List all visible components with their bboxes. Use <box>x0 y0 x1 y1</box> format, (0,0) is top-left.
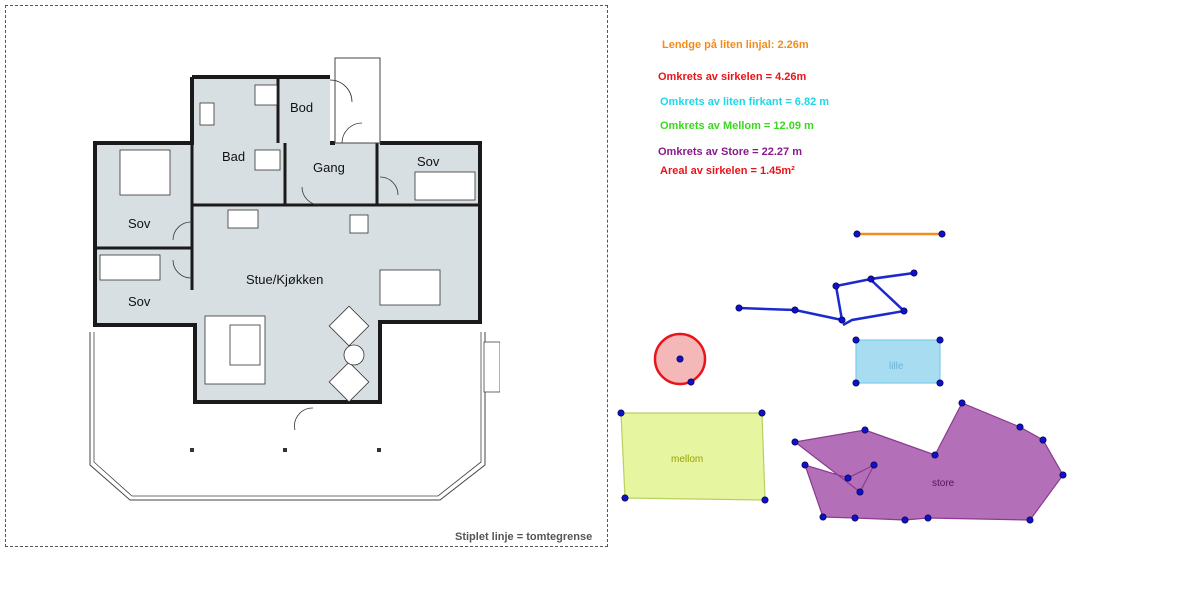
point[interactable] <box>870 461 878 469</box>
point[interactable] <box>617 409 625 417</box>
measurement-mellom-perimeter: Omkrets av Mellom = 12.09 m <box>660 120 814 132</box>
point[interactable] <box>676 355 684 363</box>
room-label-bad: Bad <box>222 149 245 164</box>
floor-plan: Bod Bad Gang Sov Sov Stue/Kjøkken Sov <box>89 57 500 501</box>
plot-boundary <box>5 5 608 547</box>
point[interactable] <box>819 513 827 521</box>
point[interactable] <box>861 426 869 434</box>
polygon-store[interactable] <box>793 402 1064 521</box>
point[interactable] <box>867 275 875 283</box>
room-label-sov-upper: Sov <box>128 216 151 231</box>
measurement-ruler-length: Lendge på liten linjal: 2.26m <box>662 39 809 51</box>
point[interactable] <box>931 451 939 459</box>
polygon-mellom-label: mellom <box>671 454 703 465</box>
boundary-note: Stiplet linje = tomtegrense <box>455 531 593 543</box>
point[interactable] <box>791 306 799 314</box>
measuring-path[interactable] <box>738 271 915 327</box>
point[interactable] <box>853 230 861 238</box>
point[interactable] <box>924 514 932 522</box>
point[interactable] <box>936 336 944 344</box>
point[interactable] <box>910 269 918 277</box>
point[interactable] <box>900 307 908 315</box>
point[interactable] <box>1059 471 1067 479</box>
rectangle-lille[interactable] <box>855 339 941 384</box>
room-label-sov-lower: Sov <box>128 294 151 309</box>
point[interactable] <box>791 438 799 446</box>
point[interactable] <box>1026 516 1034 524</box>
point[interactable] <box>852 336 860 344</box>
point[interactable] <box>621 494 629 502</box>
point[interactable] <box>832 282 840 290</box>
room-label-sov-right: Sov <box>417 154 440 169</box>
point[interactable] <box>735 304 743 312</box>
point[interactable] <box>958 399 966 407</box>
point[interactable] <box>801 461 809 469</box>
measurement-circle-perimeter: Omkrets av sirkelen = 4.26m <box>658 71 807 83</box>
point[interactable] <box>1016 423 1024 431</box>
point[interactable] <box>936 379 944 387</box>
point[interactable] <box>838 316 846 324</box>
point[interactable] <box>761 496 769 504</box>
room-label-stue-kjokken: Stue/Kjøkken <box>246 272 323 287</box>
point[interactable] <box>851 514 859 522</box>
point[interactable] <box>938 230 946 238</box>
point[interactable] <box>852 379 860 387</box>
room-label-bod: Bod <box>290 100 313 115</box>
polygon-store-label: store <box>932 478 955 489</box>
measurement-small-rect-perimeter: Omkrets av liten firkant = 6.82 m <box>660 96 830 108</box>
point[interactable] <box>1039 436 1047 444</box>
control-points[interactable] <box>617 230 1067 524</box>
measurement-store-perimeter: Omkrets av Store = 22.27 m <box>658 146 802 158</box>
measurement-circle-area: Areal av sirkelen = 1.45m² <box>660 165 795 177</box>
point[interactable] <box>758 409 766 417</box>
room-label-gang: Gang <box>313 160 345 175</box>
point[interactable] <box>844 474 852 482</box>
point[interactable] <box>901 516 909 524</box>
point[interactable] <box>856 488 864 496</box>
rectangle-lille-label: lille <box>889 361 904 372</box>
point[interactable] <box>687 378 695 386</box>
